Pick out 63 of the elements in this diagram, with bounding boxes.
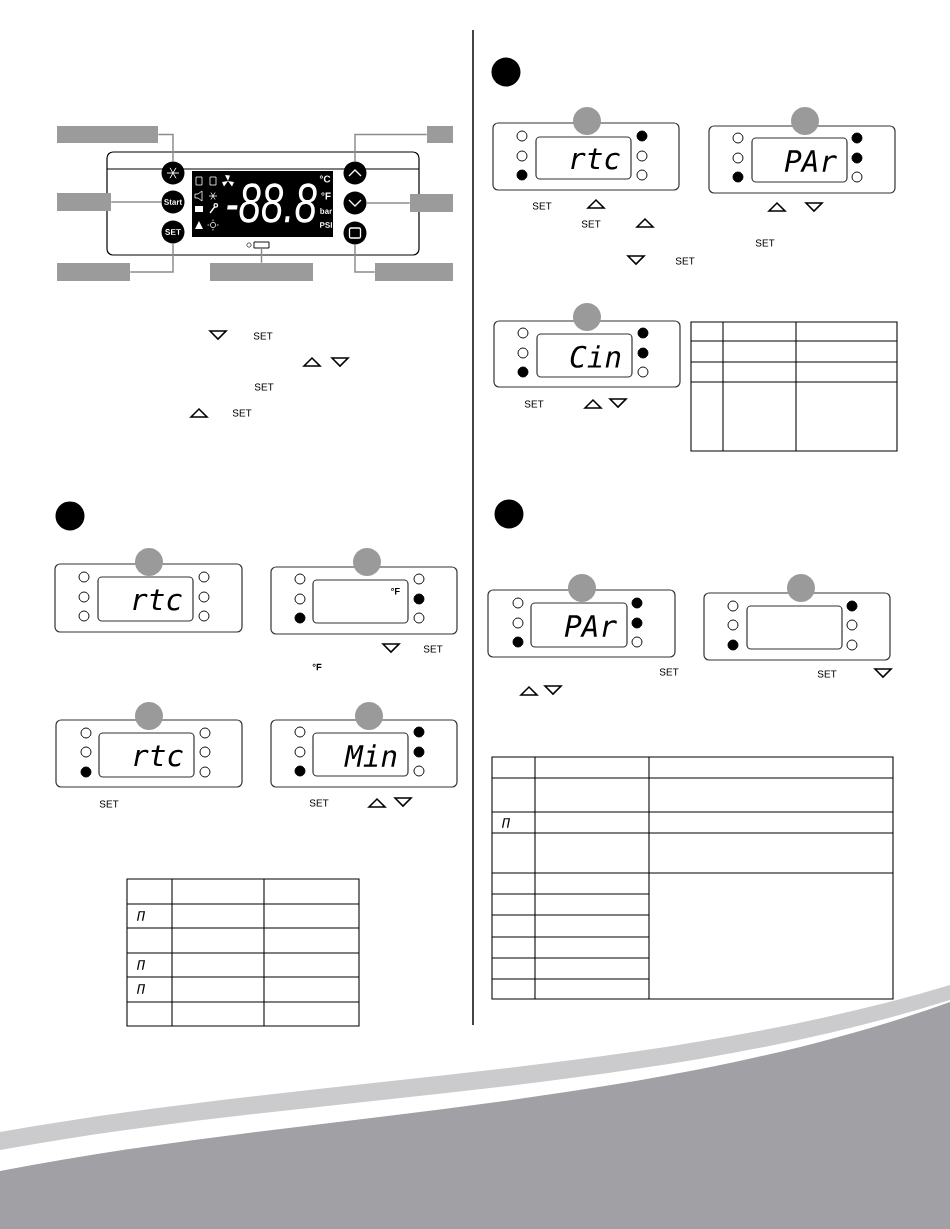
- cell-text: Π: [136, 960, 146, 970]
- round-button: [343, 221, 367, 245]
- digit-readout: -88.8: [227, 183, 317, 223]
- key-label: SET: [817, 670, 837, 678]
- unit-label: °C: [319, 175, 331, 183]
- lcd-screen: rtc: [535, 136, 632, 180]
- lcd-display: [192, 171, 333, 237]
- leader-line: [366, 202, 411, 204]
- controller-housing: [106, 151, 420, 256]
- unit-label: bar: [320, 208, 333, 214]
- callout-box: [427, 126, 453, 143]
- unit-label: °F: [312, 663, 322, 671]
- key-label: SET: [99, 800, 119, 808]
- callout-box: [375, 263, 453, 281]
- key-label: SET: [524, 400, 544, 408]
- key-label: SET: [232, 409, 252, 417]
- leader-line: [129, 243, 174, 273]
- display-panel: [493, 320, 681, 388]
- key-label: SET: [581, 220, 601, 228]
- leader-line: [354, 133, 428, 162]
- display-panel: [492, 122, 680, 191]
- leader-line: [157, 133, 174, 162]
- lcd-screen: PAr: [751, 137, 848, 183]
- leader-line: [260, 247, 263, 264]
- key-label: SET: [532, 202, 552, 210]
- lcd-screen: Min: [312, 732, 409, 777]
- callout-box: [57, 263, 130, 281]
- key-label: SET: [254, 383, 274, 391]
- callout-box: [57, 126, 158, 143]
- lcd-screen: [746, 605, 843, 650]
- display-panel: [708, 125, 896, 194]
- cell-text: Π: [501, 818, 511, 828]
- lcd-screen: PAr: [530, 602, 628, 648]
- key-label: SET: [423, 645, 443, 653]
- callout-box: [210, 263, 313, 281]
- display-panel: [55, 719, 243, 788]
- cell-text: Π: [136, 984, 146, 994]
- leader-line: [354, 244, 376, 273]
- unit-label: PSI: [320, 222, 332, 228]
- key-label: SET: [755, 239, 775, 247]
- set-button: SET: [161, 220, 185, 244]
- up-button: [343, 161, 367, 185]
- down-button: [343, 191, 367, 215]
- lcd-screen: rtc: [98, 732, 195, 778]
- display-panel: [270, 719, 458, 788]
- lcd-screen: Cin: [536, 333, 633, 378]
- cell-text: Π: [136, 911, 146, 921]
- callout-box: [57, 193, 111, 211]
- key-label: SET: [253, 332, 273, 340]
- key-label: SET: [675, 257, 695, 265]
- display-panel: [270, 566, 458, 635]
- leader-line: [110, 201, 162, 203]
- display-panel: [703, 592, 891, 661]
- unit-label: °F: [321, 192, 331, 200]
- lcd-screen: rtc: [97, 576, 194, 622]
- display-panel: [54, 563, 243, 633]
- lcd-screen: °F: [312, 579, 409, 624]
- start-button: Start: [161, 190, 185, 214]
- key-label: SET: [309, 799, 329, 807]
- key-label: SET: [659, 668, 679, 676]
- display-panel: [487, 589, 676, 658]
- defrost-button: [161, 161, 185, 185]
- callout-box: [410, 194, 453, 212]
